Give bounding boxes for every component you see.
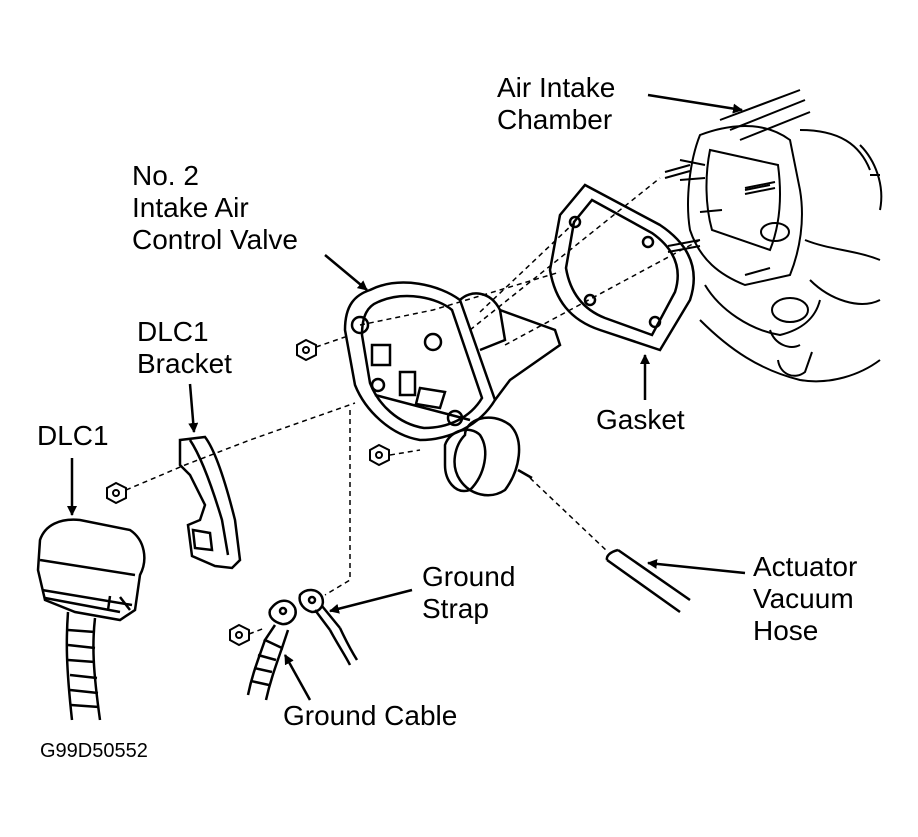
- nut-mid: [369, 443, 390, 467]
- air-intake-chamber: [679, 89, 883, 383]
- label-ground-cable: Ground Cable: [283, 700, 458, 731]
- leader-arrows: [67, 93, 746, 701]
- intake-air-control-valve: [343, 281, 562, 497]
- alignment-lines: [125, 177, 701, 635]
- label-actuator-vacuum-hose: Actuator Vacuum Hose: [753, 551, 858, 646]
- arrow-control-valve: [324, 254, 368, 291]
- arrow-dlc1-bracket: [188, 383, 199, 433]
- studs: [664, 164, 776, 253]
- figure-id: G99D50552: [40, 740, 148, 762]
- actuator-vacuum-hose: [605, 548, 691, 614]
- label-dlc1-bracket: DLC1 Bracket: [137, 316, 232, 379]
- label-control-valve: No. 2 Intake Air Control Valve: [132, 160, 299, 255]
- nut-bracket: [106, 481, 127, 505]
- arrow-air-intake-chamber: [647, 93, 743, 114]
- ground-cable: [246, 599, 297, 701]
- label-gasket: Gasket: [596, 404, 685, 435]
- label-dlc1: DLC1: [37, 420, 109, 451]
- arrow-ground-cable: [283, 654, 312, 701]
- nut-upper: [296, 338, 317, 362]
- arrow-ground-strap: [329, 588, 413, 614]
- dlc1-bracket: [178, 435, 242, 570]
- gasket: [548, 183, 695, 352]
- label-air-intake-chamber: Air Intake Chamber: [497, 72, 616, 135]
- nut-ground: [229, 623, 250, 647]
- ground-strap: [298, 588, 359, 666]
- arrow-actuator-vacuum-hose: [647, 558, 746, 575]
- dlc1-connector: [36, 518, 146, 721]
- label-ground-strap: Ground Strap: [422, 561, 516, 624]
